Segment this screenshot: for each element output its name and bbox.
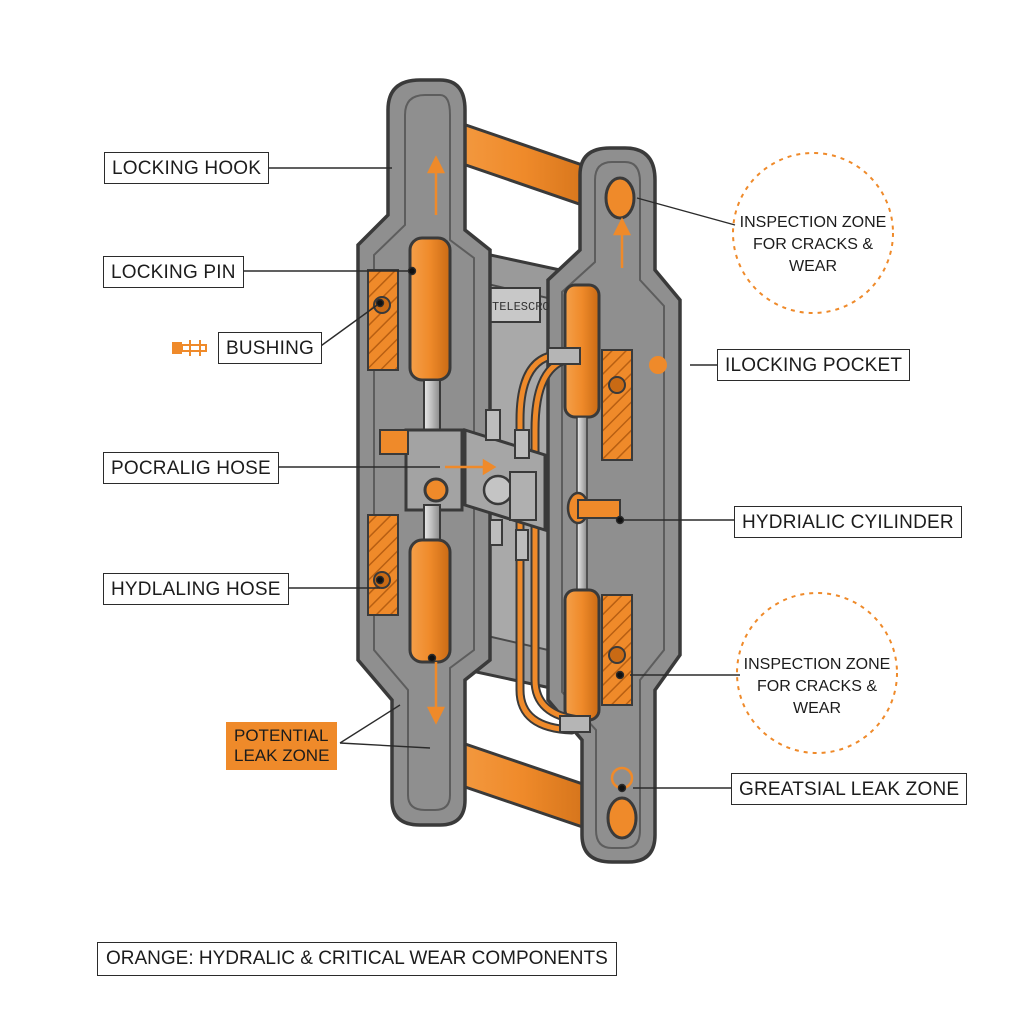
label-hydlaling-hose: HYDLALING HOSE [103,573,289,605]
inspection-zone-top-text: INSPECTION ZONE FOR CRACKS & WEAR [728,212,898,278]
inspection-zone-top-circle [732,152,894,314]
label-locking-pin: LOCKING PIN [103,256,244,288]
locking-pocket-prefix: I [725,355,731,376]
locking-pocket-text: LOCKING POCKET [730,355,903,376]
label-pocralig-hose: POCRALIG HOSE [103,452,279,484]
locking-pocket-marker [649,356,667,374]
inspection-zone-bottom-text: INSPECTION ZONE FOR CRACKS & WEAR [732,654,902,720]
legend: ORANGE: HYDRALIC & CRITICAL WEAR COMPONE… [97,942,617,976]
label-potential-leak-zone: POTENTIAL LEAK ZONE [226,722,338,770]
inspection-zone-bottom-circle [736,592,898,754]
inspection-zone-top-line2: FOR CRACKS & WEAR [752,236,873,275]
direction-arrows [426,155,632,725]
valve-block [463,409,547,561]
label-greatsial-leak-zone: GREATSIAL LEAK ZONE [731,773,968,805]
left-hydraulic-cylinder [379,236,464,664]
label-bushing: BUSHING [218,332,322,364]
bushing-icon [172,340,207,356]
inspection-zone-top-line1: INSPECTION ZONE [739,214,887,231]
inspection-zone-bottom-line2: FOR CRACKS & WEAR [756,678,877,717]
potential-leak-zone-line2: LEAK ZONE [234,746,330,765]
label-locking-hook: LOCKING HOOK [104,152,270,184]
label-hydraulic-cylinder: HYDRIALIC CYILINDER [734,506,962,538]
potential-leak-zone-line1: POTENTIAL [234,726,329,745]
leader-lines [240,167,740,793]
label-locking-pocket: ILOCKING POCKET [717,349,911,381]
inspection-zone-bottom-line1: INSPECTION ZONE [743,656,891,673]
plate-label: TELESCRO [492,300,550,314]
